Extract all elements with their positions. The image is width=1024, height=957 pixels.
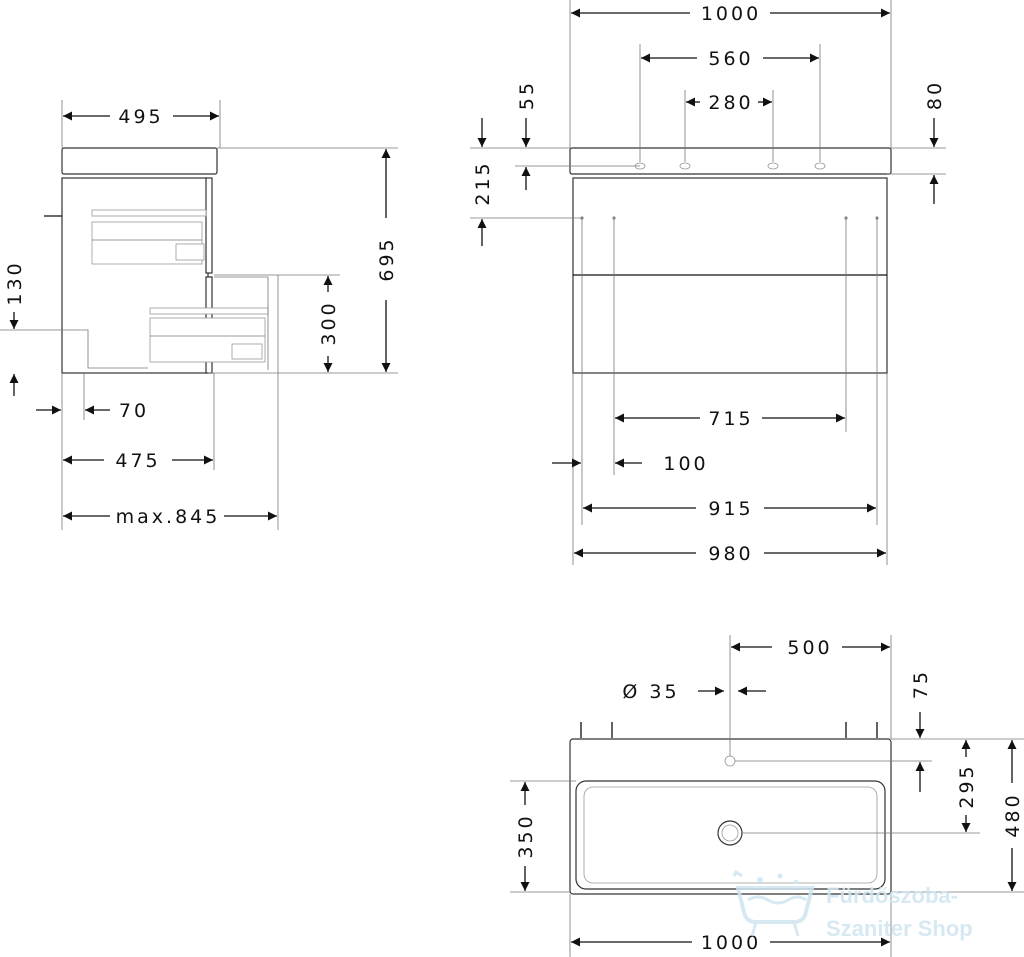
dim-side-wall-130: 130: [4, 260, 26, 305]
side-view: 495 695 300 130 70 475 max.845: [0, 100, 398, 530]
front-view: 1000 560 280 55 215 80 715 100 915: [470, 0, 946, 565]
dim-front-width-1000: 1000: [701, 3, 761, 25]
dim-side-height-695: 695: [376, 236, 398, 281]
dim-top-75: 75: [910, 669, 932, 699]
dim-front-715: 715: [708, 408, 753, 430]
watermark-logo: Fürdőszoba- Szaniter Shop: [732, 869, 973, 941]
dim-top-500: 500: [787, 637, 832, 659]
dim-front-holes-280: 280: [708, 92, 753, 114]
dim-side-depth-495: 495: [118, 106, 163, 128]
top-view: 500 Ø 35 75 295 480 350 1000: [510, 635, 1024, 957]
dim-side-max-845: max.845: [116, 506, 221, 528]
dim-front-980: 980: [708, 543, 753, 565]
watermark-line1: Fürdőszoba-: [826, 883, 958, 908]
dim-side-depth-475: 475: [115, 450, 160, 472]
watermark-line2: Szaniter Shop: [826, 916, 973, 941]
bathtub-icon: [732, 869, 815, 937]
dim-front-100: 100: [663, 453, 708, 475]
dim-front-holes-560: 560: [708, 48, 753, 70]
dim-top-350: 350: [515, 813, 537, 858]
dim-top-width-1000: 1000: [701, 932, 761, 954]
dim-side-offset-70: 70: [119, 400, 149, 422]
dim-front-55: 55: [516, 80, 538, 110]
dim-front-915: 915: [708, 498, 753, 520]
dim-top-295: 295: [956, 763, 978, 808]
dim-front-215: 215: [472, 160, 494, 205]
dim-top-diameter-35: Ø 35: [622, 681, 679, 703]
dim-front-80: 80: [924, 80, 946, 110]
dim-top-480: 480: [1002, 792, 1024, 837]
dim-side-drawer-300: 300: [318, 300, 340, 345]
